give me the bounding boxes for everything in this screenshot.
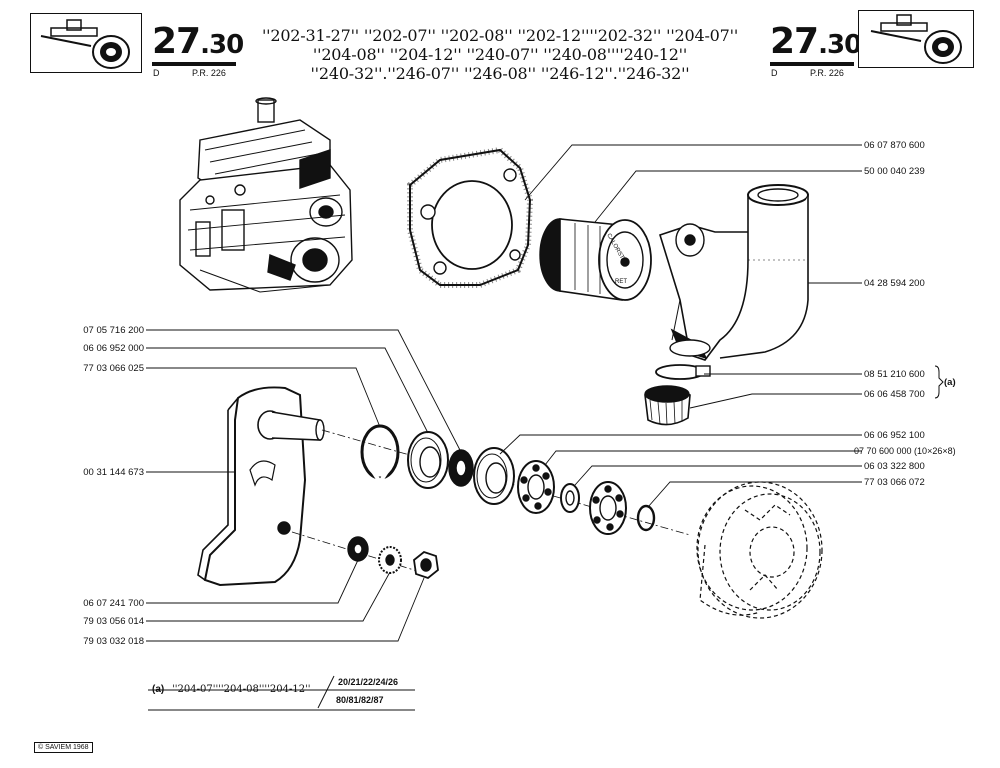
pr-ref-right: P.R. 226 bbox=[810, 68, 844, 78]
part-number-seal-ring-2: 06 06 952 100 bbox=[864, 430, 925, 441]
section-rule-right bbox=[770, 62, 854, 66]
tensioner-pulley-thumbnail-icon bbox=[40, 19, 130, 69]
spacer bbox=[560, 483, 580, 513]
part-number-gasket: 06 07 870 600 bbox=[864, 140, 925, 151]
locale-code-left: D bbox=[153, 68, 160, 78]
pr-ref-left: P.R. 226 bbox=[192, 68, 226, 78]
section-number-right: 27.30 bbox=[770, 21, 862, 62]
thermostat: CALORSTAT RET bbox=[539, 218, 652, 301]
pulley-phantom bbox=[696, 481, 823, 619]
part-number-thermostat: 50 00 040 239 bbox=[864, 166, 925, 177]
locale-code-right: D bbox=[771, 68, 778, 78]
models-line-1: ''202-31-27'' ''202-07'' ''202-08'' ''20… bbox=[261, 26, 739, 45]
models-line-2: ''204-08'' ''204-12'' ''240-07'' ''240-0… bbox=[312, 45, 688, 64]
copyright-badge: © SAVIEM 1968 bbox=[34, 742, 93, 753]
hex-nut bbox=[413, 550, 439, 580]
filter-cap bbox=[644, 385, 691, 426]
footnote-codes-top: 20/21/22/24/26 bbox=[338, 677, 399, 687]
ball-bearing bbox=[517, 460, 555, 514]
part-number-circlip-2: 77 03 066 072 bbox=[864, 477, 925, 488]
thermostat-brand-text-2: RET bbox=[615, 279, 627, 285]
part-number-ball-bearing: 07 70 600 000 (10×26×8) bbox=[854, 446, 956, 456]
engine-illustration bbox=[179, 97, 353, 293]
footnote-models: ''204-07''''204-08''''204-12'' bbox=[172, 684, 311, 695]
part-number-seal-ring: 06 06 952 000 bbox=[83, 343, 144, 354]
hose-clip bbox=[655, 364, 711, 380]
part-number-flat-washer: 06 07 241 700 bbox=[83, 598, 144, 609]
ball-bearing-2 bbox=[589, 481, 627, 535]
seal-ring-2 bbox=[473, 447, 515, 505]
footnote-marker: (a) bbox=[152, 684, 165, 695]
part-number-hose-clip: 08 51 210 600 bbox=[864, 369, 925, 380]
flat-washer bbox=[347, 536, 369, 562]
lock-washer bbox=[448, 449, 474, 487]
part-number-outlet-housing: 04 28 594 200 bbox=[864, 278, 925, 289]
part-number-filter-cap: 06 06 458 700 bbox=[864, 389, 925, 400]
part-number-bracket: 00 31 144 673 bbox=[83, 467, 144, 478]
circlip-2 bbox=[636, 504, 656, 532]
part-number-circlip: 77 03 066 025 bbox=[83, 363, 144, 374]
thumbnail-left bbox=[30, 13, 142, 73]
footnote-codes-bottom: 80/81/82/87 bbox=[336, 695, 384, 705]
gasket bbox=[407, 146, 534, 288]
models-line-3: ''240-32''.''246-07'' ''246-08'' ''246-1… bbox=[310, 64, 690, 83]
section-number-left: 27.30 bbox=[152, 21, 244, 62]
water-outlet-housing bbox=[659, 184, 809, 361]
serrated-washer bbox=[378, 546, 402, 574]
part-number-hex-nut: 79 03 032 018 bbox=[83, 636, 144, 647]
thumbnail-right bbox=[858, 10, 974, 68]
seal-ring bbox=[407, 431, 449, 489]
part-number-serrated-washer: 79 03 056 014 bbox=[83, 616, 144, 627]
part-number-lock-washer: 07 05 716 200 bbox=[83, 325, 144, 336]
circlip bbox=[360, 424, 400, 486]
bracket-note-a: (a) bbox=[944, 377, 956, 388]
tensioner-bracket bbox=[197, 386, 325, 587]
part-number-spacer: 06 03 322 800 bbox=[864, 461, 925, 472]
section-rule-left bbox=[152, 62, 236, 66]
tensioner-pulley-thumbnail-icon bbox=[870, 14, 962, 64]
